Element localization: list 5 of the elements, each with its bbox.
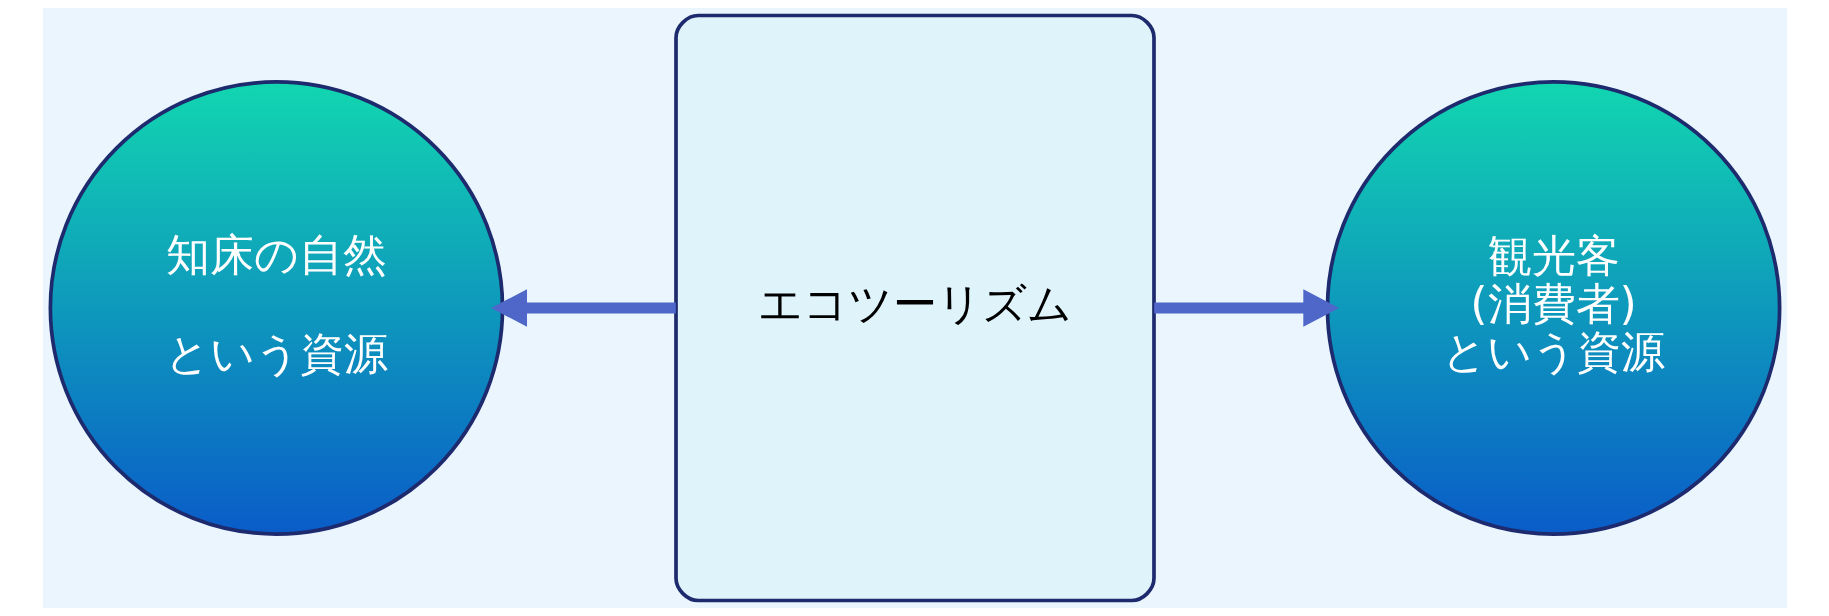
node-box: エコツーリズム [673,13,1156,603]
arrow [490,289,676,327]
arrow [1153,289,1339,327]
node-circle: 知床の自然 という資源 [48,80,504,536]
node-circle: 観光客 (消費者) という資源 [1325,80,1781,536]
